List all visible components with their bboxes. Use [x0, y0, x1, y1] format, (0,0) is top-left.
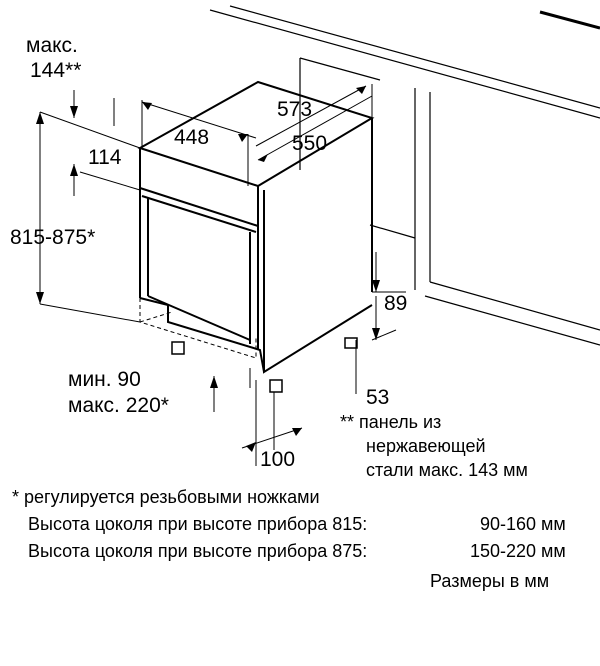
- label-573: 573: [277, 98, 312, 121]
- note-line-1: ** панель из: [340, 412, 441, 432]
- label-plinth-min: мин. 90: [68, 368, 141, 391]
- countertop-and-cabinet-lines: [209, 5, 600, 346]
- footer-plinth-815-value: 90-160 мм: [480, 514, 566, 534]
- label-114: 114: [88, 146, 122, 169]
- footer-plinth-815-label: Высота цоколя при высоте прибора 815:: [28, 514, 368, 534]
- label-plinth-max: макс. 220*: [68, 394, 169, 417]
- label-448: 448: [174, 126, 209, 149]
- label-550: 550: [292, 132, 327, 155]
- label-144: 144**: [30, 59, 81, 82]
- stainless-panel-note: ** панель из нержавеющей стали макс. 143…: [340, 412, 528, 480]
- footer-notes: * регулируется резьбовыми ножками Высота…: [0, 484, 600, 600]
- label-53: 53: [366, 386, 389, 409]
- footer-units: Размеры в мм: [430, 571, 550, 591]
- arrowheads: [36, 86, 380, 452]
- plinth-outline: [139, 298, 257, 359]
- note-line-3: стали макс. 143 мм: [366, 460, 528, 480]
- label-100: 100: [260, 448, 295, 471]
- dimension-lines: [39, 84, 406, 466]
- installation-drawing: макс. 144** 114 815-875* 448 573 550 89 …: [10, 5, 600, 480]
- footer-plinth-875-value: 150-220 мм: [470, 541, 566, 561]
- dimension-labels: макс. 144** 114 815-875* 448 573 550 89 …: [10, 34, 407, 471]
- label-height-range: 815-875*: [10, 226, 95, 249]
- note-line-2: нержавеющей: [366, 436, 486, 456]
- adjustable-feet: [171, 337, 358, 393]
- label-max: макс.: [26, 34, 78, 57]
- footer-plinth-875-label: Высота цоколя при высоте прибора 875:: [28, 541, 368, 561]
- footer-adjustable-feet: * регулируется резьбовыми ножками: [12, 487, 320, 507]
- dishwasher-body: [137, 80, 375, 374]
- label-89: 89: [384, 292, 407, 315]
